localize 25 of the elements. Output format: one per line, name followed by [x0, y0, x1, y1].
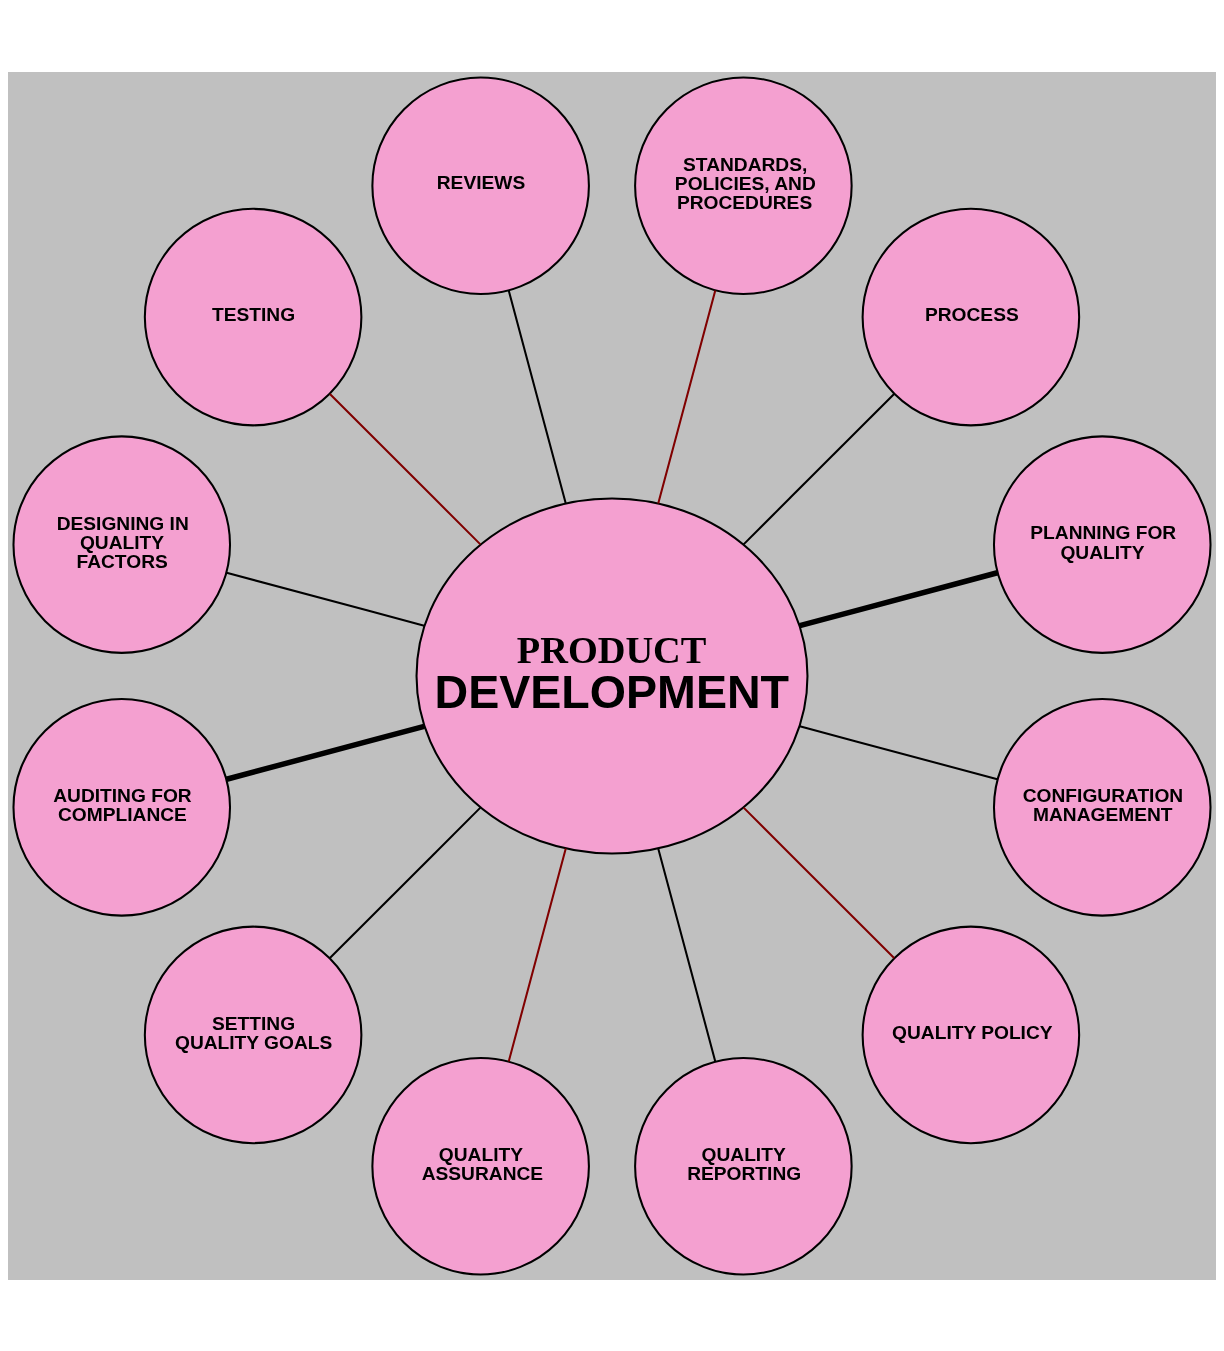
- node-circle: TESTING: [143, 207, 363, 426]
- node-circle: PRODUCT DEVELOPMENT: [415, 497, 809, 854]
- connector: [329, 392, 482, 545]
- node-circle: PLANNING FOR QUALITY: [992, 434, 1212, 654]
- connector: [507, 847, 567, 1062]
- connector: [226, 571, 425, 627]
- node-circle: QUALITY REPORTING: [634, 1056, 853, 1276]
- connector: [799, 569, 999, 628]
- connector: [657, 847, 717, 1062]
- node-circle: STANDARDS, POLICIES, AND PROCEDURES: [634, 75, 853, 295]
- connector: [329, 806, 482, 959]
- connector: [225, 723, 425, 782]
- connector: [507, 289, 567, 504]
- node-circle: QUALITY ASSURANCE: [371, 1056, 590, 1276]
- connector: [799, 724, 998, 780]
- node-circle: SETTING QUALITY GOALS: [143, 925, 363, 1144]
- connector: [742, 806, 895, 959]
- connector: [657, 289, 717, 504]
- node-circle: PROCESS: [861, 207, 1081, 426]
- node-circle: REVIEWS: [371, 75, 590, 295]
- node-circle: DESIGNING IN QUALITY FACTORS: [12, 434, 232, 654]
- node-circle: AUDITING FOR COMPLIANCE: [12, 697, 232, 917]
- node-circle: QUALITY POLICY: [861, 925, 1081, 1144]
- node-circle: CONFIGURATION MANAGEMENT: [992, 697, 1212, 917]
- connector: [742, 392, 895, 545]
